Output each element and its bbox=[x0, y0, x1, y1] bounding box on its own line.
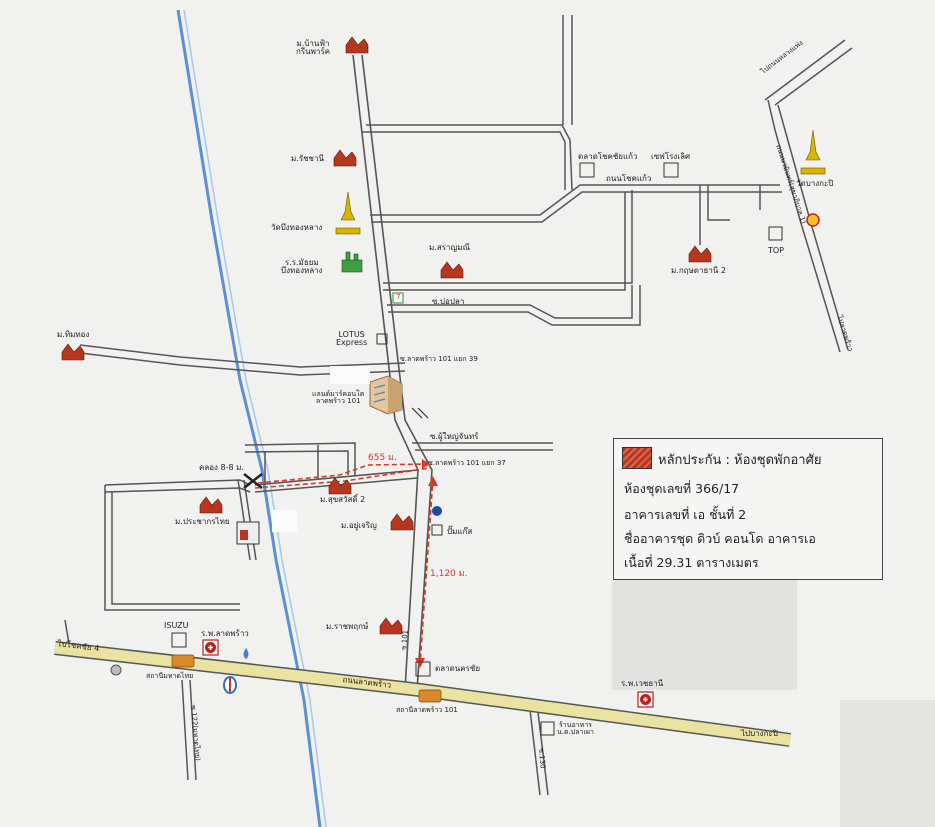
bridge-mark bbox=[243, 473, 263, 489]
label-krung: ม.กฤษดาธานี 2 bbox=[671, 266, 726, 275]
label-yoocharoen: ม.อยู่เจริญ bbox=[341, 521, 377, 530]
label-soi-phu-yai: ซ.ผู้ใหญ่จันทร์ bbox=[430, 432, 479, 441]
label-seven: 7 bbox=[396, 293, 401, 301]
faded-area bbox=[840, 700, 935, 827]
legend-unit-no: ห้องชุดเลขที่ 366/17 bbox=[624, 481, 740, 496]
label-prachakorn: ม.ประชากรไทย bbox=[175, 517, 230, 526]
label-hosp-lp: ร.พ.ลาดพร้าว bbox=[201, 629, 249, 638]
legend-title: หลักประกัน : ห้องชุดพักอาศัย bbox=[658, 453, 822, 468]
bridge-mark bbox=[411, 407, 429, 419]
white-patch bbox=[330, 366, 370, 384]
hospital-icon bbox=[202, 639, 654, 708]
shell-station-icon bbox=[806, 213, 820, 227]
toilet-icon bbox=[110, 664, 122, 676]
label-ratchaphruek: ม.ราชพฤกษ์ bbox=[326, 622, 369, 631]
route-arrow bbox=[428, 476, 438, 486]
label-isuzu: ISUZU bbox=[164, 621, 189, 630]
label-ban-fa: ม.บ้านฟ้า กรีนพาร์ค bbox=[296, 39, 331, 56]
white-patch bbox=[272, 510, 297, 532]
label-market: ตลาดนครชัย bbox=[435, 664, 481, 673]
label-sta-101: สถานีลาดพร้าว 101 bbox=[396, 706, 458, 714]
collateral-swatch bbox=[622, 447, 652, 469]
temple-icon bbox=[335, 129, 826, 235]
label-lotus: LOTUS Express bbox=[336, 330, 368, 347]
label-condo: แลนด์มาร์คอนโด ลาดพร้าว 101 bbox=[312, 390, 365, 405]
seven-eleven-icon bbox=[392, 292, 404, 304]
gas-station-icon bbox=[432, 506, 442, 516]
label-wat-bang-kapi: วัดบางกะปิ bbox=[796, 179, 834, 188]
legend-building: อาคารเลขที่ เอ ชั้นที่ 2 bbox=[624, 507, 747, 522]
label-ratchani: ม.รัชชานี bbox=[291, 154, 324, 163]
condo-building-icon bbox=[369, 375, 403, 415]
legend-area: เนื้อที่ 29.31 ตารางเมตร bbox=[624, 555, 759, 570]
school-icon bbox=[341, 251, 363, 273]
label-school: ร.ร.มัธยม บึงทองหลาง bbox=[281, 258, 323, 275]
label-soi-130: ซ.130 bbox=[537, 747, 547, 769]
water-drop-icon bbox=[243, 648, 249, 659]
soi-101-road bbox=[352, 54, 433, 691]
label-soi-bor-pla: ซ.บ่อปลา bbox=[432, 297, 465, 306]
house-icon bbox=[61, 36, 712, 635]
legend-box: หลักประกัน : ห้องชุดพักอาศัย ห้องชุดเลขท… bbox=[613, 438, 883, 580]
label-sta-chok: สถานีมหาดไทย bbox=[146, 672, 194, 680]
label-tesco: เซฟโรงเลิศ bbox=[651, 152, 691, 161]
faded-area bbox=[612, 580, 797, 690]
label-sanmai: ม.สราญมณี bbox=[429, 243, 470, 252]
label-pumkaew: ปั๊มแก๊ส bbox=[447, 527, 473, 536]
label-talad-chok: ตลาดโชคชัยแก้ว bbox=[578, 152, 638, 161]
square-marker bbox=[171, 162, 783, 736]
legend-name: ชื่ออาคารชุด ดิวบ์ คอนโด อาคารเอ bbox=[624, 531, 816, 546]
distance-route bbox=[254, 463, 434, 666]
route-arrow bbox=[422, 459, 430, 469]
station-icon bbox=[171, 654, 442, 703]
label-restaurant: ร้านอาหาร น.ต.ปลาเผา bbox=[557, 721, 594, 736]
label-to-bangkapi: ไปบางกะปิ bbox=[741, 729, 778, 738]
label-dist-655: 655 ม. bbox=[368, 453, 397, 463]
label-top: TOP bbox=[768, 246, 785, 255]
label-dist-1120: 1,120 ม. bbox=[430, 569, 468, 579]
label-sukhawadee: ม.สุขสวัสดิ์ 2 bbox=[320, 495, 366, 504]
label-wat-bueng: วัดบึงทองหลาง bbox=[271, 223, 323, 232]
route-arrow bbox=[415, 658, 425, 668]
label-tim-thong: ม.ทิมทอง bbox=[57, 330, 90, 339]
label-thanon-chok: ถนนโชคแก้ว bbox=[606, 174, 652, 183]
canal-line bbox=[176, 9, 322, 827]
label-hosp-vej: ร.พ.เวชธานี bbox=[621, 679, 664, 688]
building-icon bbox=[240, 530, 248, 540]
label-klong: คลอง 8-8 ม. bbox=[199, 463, 244, 472]
label-soi-101-37: ซ.ลาดพร้าว 101 แยก 37 bbox=[428, 459, 506, 467]
label-soi-101-39: ซ.ลาดพร้าว 101 แยก 39 bbox=[400, 355, 478, 363]
